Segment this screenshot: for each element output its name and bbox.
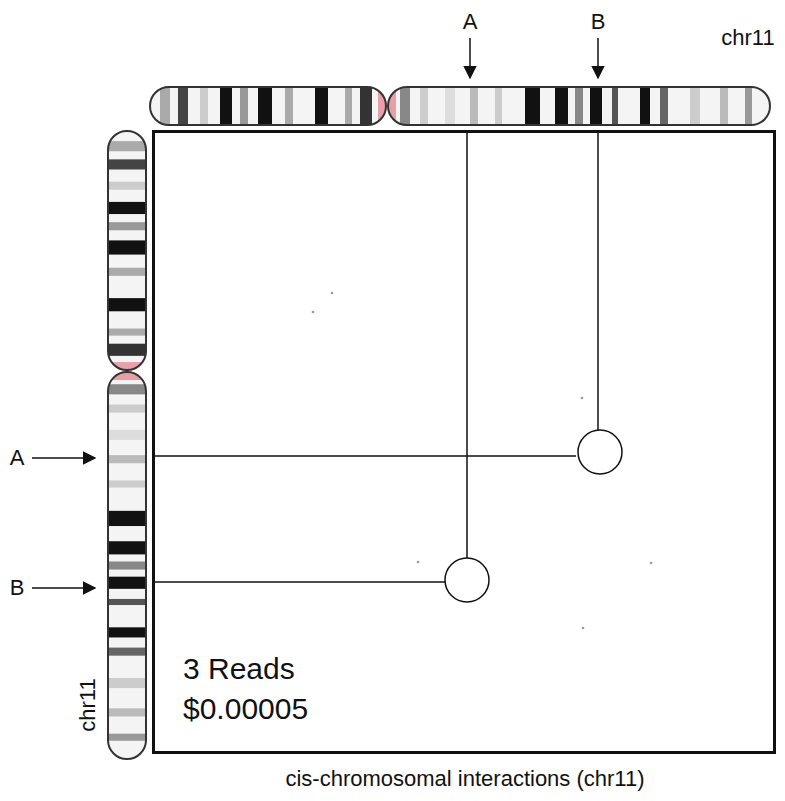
arm-outline xyxy=(150,87,386,125)
locus-label: B xyxy=(10,577,25,599)
read-dot xyxy=(581,397,584,400)
chromosome-band xyxy=(575,87,583,125)
leader-line xyxy=(466,132,468,558)
chromosome-band xyxy=(590,87,602,125)
pointer-arrow xyxy=(597,38,599,78)
chromosome-band xyxy=(108,541,146,554)
chromosome-ideogram xyxy=(150,87,770,125)
chromosome-band xyxy=(360,87,372,125)
chromosome-band xyxy=(108,222,146,230)
chromosome-band xyxy=(108,404,146,412)
chromosome-band xyxy=(345,87,352,125)
chromosome-band xyxy=(555,87,568,125)
read-dot xyxy=(650,562,653,565)
chromosome-band xyxy=(240,87,248,125)
chromosome-band xyxy=(108,182,146,190)
chromosome-band xyxy=(108,141,146,151)
chromosome-band xyxy=(108,202,146,214)
chromosome-band xyxy=(420,87,428,125)
chromosome-band xyxy=(108,648,146,656)
chromosome-name: chr11 xyxy=(721,27,774,49)
chromosome-band xyxy=(108,678,146,688)
locus-label: A xyxy=(463,11,478,33)
arm-ground xyxy=(108,372,146,759)
chromosome-band xyxy=(690,87,700,125)
chromosome-arm xyxy=(108,131,146,370)
chromosome-band xyxy=(108,430,146,440)
arm-ground xyxy=(150,87,386,125)
read-dot xyxy=(331,292,334,295)
leader-line xyxy=(155,581,445,583)
arm-ground xyxy=(108,131,146,370)
locus-label: B xyxy=(591,11,606,33)
chromosome-band xyxy=(400,87,410,125)
chromosome-ideogram xyxy=(108,131,146,759)
read-stat: 3 Reads xyxy=(183,649,308,689)
read-dot xyxy=(312,311,315,314)
chromosome-arm xyxy=(108,372,146,759)
chromosome-band xyxy=(108,480,146,487)
chromosome-band xyxy=(108,344,146,356)
chromosome-band xyxy=(178,87,188,125)
chromosome-band xyxy=(108,561,146,569)
chromosome-band xyxy=(745,87,752,125)
chromosome-band xyxy=(220,87,232,125)
chromosome-band xyxy=(160,87,170,125)
chromosome-band xyxy=(258,87,272,125)
interaction-circle xyxy=(578,430,622,474)
figure-caption: cis-chromosomal interactions (chr11) xyxy=(285,768,644,790)
chromosome-name: chr11 xyxy=(77,678,99,731)
chromosome-band xyxy=(525,87,540,125)
chromosome-band xyxy=(200,87,208,125)
pointer-arrow xyxy=(469,38,471,78)
chromosome-band xyxy=(108,240,146,254)
leader-line xyxy=(597,132,599,430)
chromosome-arm xyxy=(388,87,770,125)
chromosome-band xyxy=(108,511,146,526)
chromosome-band xyxy=(445,87,455,125)
chromosome-band xyxy=(108,734,146,741)
chromosome-band xyxy=(285,87,293,125)
chromosome-band xyxy=(108,159,146,169)
read-dot xyxy=(417,561,420,564)
locus-label: A xyxy=(10,447,25,469)
chromosome-band xyxy=(108,708,146,716)
chromosome-band xyxy=(108,329,146,336)
arm-ground xyxy=(388,87,770,125)
leader-line xyxy=(155,455,576,457)
chromosome-band xyxy=(108,577,146,589)
chromosome-band xyxy=(612,87,618,125)
interaction-circle xyxy=(445,558,489,602)
arm-outline xyxy=(108,131,146,370)
chromosome-band xyxy=(640,87,650,125)
arm-outline xyxy=(388,87,770,125)
pointer-arrow xyxy=(32,457,95,459)
node-text-group: 3 Reads$0.00005 xyxy=(183,649,308,729)
chromosome-band xyxy=(495,87,502,125)
read-dot xyxy=(582,627,585,630)
contact-map-box: 3 Reads$0.00005 xyxy=(152,130,776,754)
chromosome-band xyxy=(720,87,728,125)
chromosome-arm xyxy=(150,87,386,125)
pointer-arrow xyxy=(32,587,95,589)
chromosome-band xyxy=(660,87,668,125)
chromosome-band xyxy=(108,384,146,394)
chromosome-band xyxy=(108,455,146,463)
arm-outline xyxy=(108,372,146,759)
chromosome-band xyxy=(315,87,328,125)
chromosome-band xyxy=(108,298,146,311)
chromosome-band xyxy=(108,599,146,605)
chromosome-band xyxy=(470,87,478,125)
chromosome-band xyxy=(108,268,146,276)
chromosome-band xyxy=(108,627,146,637)
read-stat: $0.00005 xyxy=(183,689,308,729)
